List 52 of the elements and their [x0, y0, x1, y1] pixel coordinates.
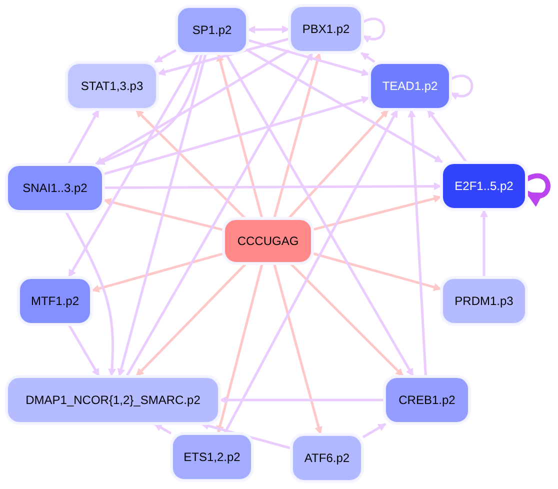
arrow	[408, 109, 427, 376]
gene-node: TEAD1.p2	[370, 63, 450, 109]
gene-node: ATF6.p2	[292, 435, 362, 481]
arrow	[426, 109, 468, 163]
arrow	[273, 264, 322, 435]
arrow	[126, 52, 314, 377]
gene-node: PRDM1.p3	[442, 278, 526, 324]
arrow	[96, 54, 203, 166]
arrow	[104, 182, 442, 190]
arrow	[95, 50, 290, 166]
arrow	[103, 198, 224, 232]
arrow	[290, 263, 404, 377]
self-loop-arrow	[526, 173, 550, 206]
gene-node: E2F1..5.p2	[442, 163, 526, 209]
arrow	[312, 194, 442, 231]
gene-node: DMAP1_NCOR{1,2}_SMARC.p2	[7, 377, 219, 423]
gene-node: PBX1.p2	[290, 6, 362, 52]
self-loop-arrow	[362, 18, 386, 42]
gene-node: ETS1,2.p2	[172, 434, 252, 480]
gene-node: SNAI1..3.p2	[7, 165, 103, 211]
arrow	[248, 38, 370, 76]
arrow	[135, 109, 246, 219]
arrow	[91, 252, 224, 292]
arrow	[216, 264, 264, 434]
arrow	[360, 52, 376, 64]
gene-node: MTF1.p2	[19, 278, 91, 324]
arrow	[312, 252, 442, 291]
arrow	[216, 53, 264, 218]
arrow	[154, 422, 172, 434]
arrow	[480, 209, 488, 277]
arrow	[273, 52, 322, 218]
arrow	[117, 54, 207, 377]
arrow	[219, 396, 384, 404]
arrow	[136, 263, 246, 377]
gene-node: CCCUGAG	[224, 219, 312, 263]
arrow	[362, 422, 386, 438]
arrow	[247, 50, 443, 164]
arrow	[224, 53, 414, 377]
gene-node: SP1.p2	[177, 7, 247, 53]
arrow	[67, 109, 100, 165]
arrow	[288, 109, 389, 219]
arrow	[224, 109, 398, 434]
arrow	[65, 211, 116, 377]
arrow	[68, 53, 200, 278]
self-loop-arrow	[450, 74, 474, 100]
gene-node: CREB1.p2	[385, 377, 469, 423]
gene-node: STAT1,3.p3	[67, 63, 157, 109]
arrow	[247, 25, 290, 34]
arrow	[154, 49, 177, 64]
arrow	[104, 96, 370, 176]
arrow	[68, 324, 100, 377]
arrow	[157, 38, 290, 76]
